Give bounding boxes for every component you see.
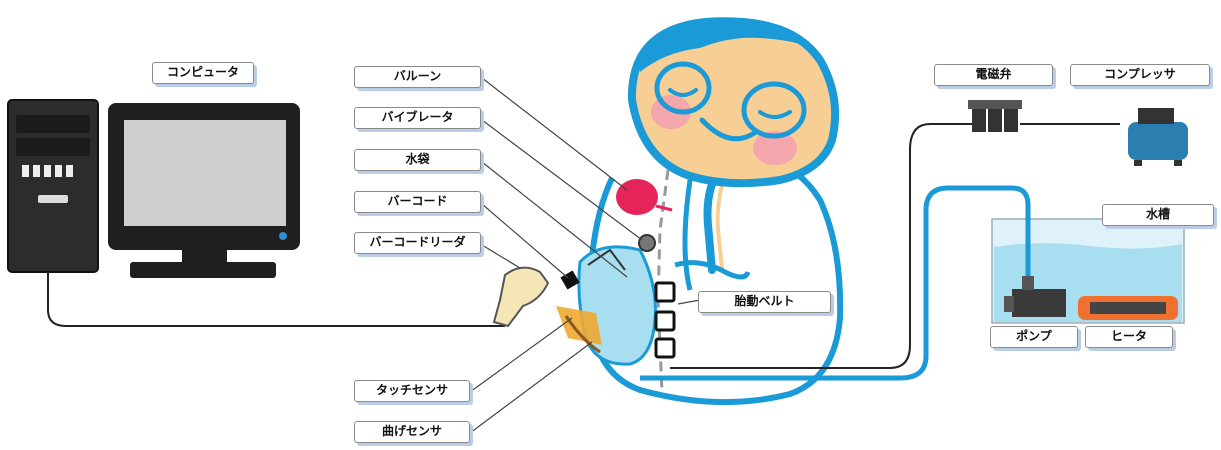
label-barcode: バーコード bbox=[354, 191, 481, 213]
heater-icon bbox=[1078, 296, 1178, 320]
barcode-reader-icon bbox=[492, 266, 550, 328]
label-balloon: バルーン bbox=[354, 66, 481, 88]
balloon-icon bbox=[616, 179, 673, 215]
label-solenoid-valve: 電磁弁 bbox=[934, 64, 1053, 86]
monitor-icon bbox=[108, 103, 300, 278]
label-water-bag: 水袋 bbox=[354, 149, 481, 171]
data-cable bbox=[47, 272, 505, 327]
label-heater: ヒータ bbox=[1085, 326, 1173, 348]
label-barcode-reader: バーコードリーダ bbox=[354, 232, 481, 254]
compressor-icon bbox=[1128, 108, 1188, 166]
label-computer: コンピュータ bbox=[152, 62, 254, 84]
leader-lines bbox=[469, 77, 701, 434]
solenoid-valve-icon bbox=[968, 100, 1022, 132]
vibrator-icon bbox=[638, 234, 656, 252]
label-vibrator: バイブレータ bbox=[354, 107, 481, 129]
air-tube bbox=[670, 123, 972, 369]
label-pump: ポンプ bbox=[990, 326, 1078, 348]
fetal-belt-icon bbox=[654, 281, 676, 359]
label-fetal-belt: 胎動ベルト bbox=[698, 291, 831, 313]
water-hose bbox=[640, 185, 1031, 381]
label-bend-sensor: 曲げセンサ bbox=[354, 421, 470, 443]
baby-doll bbox=[586, 17, 844, 406]
label-touch-sensor: タッチセンサ bbox=[354, 380, 470, 402]
label-water-tank: 水槽 bbox=[1102, 204, 1214, 226]
label-compressor: コンプレッサ bbox=[1070, 64, 1210, 86]
computer-tower-icon bbox=[7, 99, 99, 273]
pump-icon bbox=[1004, 276, 1066, 317]
